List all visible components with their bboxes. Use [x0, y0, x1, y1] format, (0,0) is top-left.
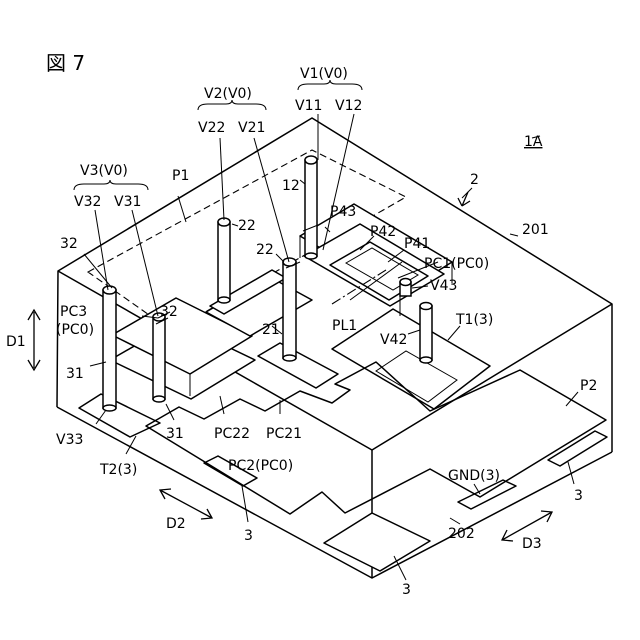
bottom-pad-corner: [324, 513, 430, 571]
label-pc3: PC3: [60, 304, 87, 320]
label-p1: P1: [172, 168, 189, 184]
label-ref-32b: 32: [160, 304, 178, 320]
via-pad-pc21: [258, 343, 338, 388]
label-p43: P43: [330, 204, 356, 220]
label-pc2: PC2(PC0): [228, 458, 293, 474]
label-p2: P2: [580, 378, 597, 394]
module-label: 1A: [524, 134, 543, 150]
via-v43: [400, 279, 411, 297]
labels: 図 7 1A V1(V0) V11 V12 V2(V0) V22 V21 V3(…: [6, 51, 597, 598]
label-v33: V33: [56, 432, 83, 448]
label-ref-12: 12: [282, 178, 300, 194]
label-v2: V2(V0): [204, 86, 252, 102]
label-d1: D1: [6, 334, 26, 350]
label-pl1: PL1: [332, 318, 357, 334]
label-d3: D3: [522, 536, 542, 552]
label-v31: V31: [114, 194, 141, 210]
label-v43: V43: [430, 278, 457, 294]
label-p42: P42: [370, 224, 396, 240]
label-gnd: GND(3): [448, 468, 500, 484]
terminal-t2: [79, 394, 160, 437]
via-v42: [420, 303, 432, 364]
arrow-d2: [160, 489, 212, 519]
label-v11: V11: [295, 98, 322, 114]
label-v22: V22: [198, 120, 225, 136]
label-pc1: PC1(PC0): [424, 256, 489, 272]
figure-title: 図 7: [46, 51, 85, 75]
arrow-d1: [28, 310, 40, 370]
label-p41: P41: [404, 236, 430, 252]
brace-v3: [74, 180, 148, 190]
label-pc22: PC22: [214, 426, 250, 442]
label-t2: T2(3): [99, 462, 137, 478]
label-ref-31a: 31: [66, 366, 84, 382]
label-v42: V42: [380, 332, 407, 348]
via-v12: [305, 156, 317, 259]
label-v21: V21: [238, 120, 265, 136]
via-v21: [283, 258, 296, 361]
label-ref-201: 201: [522, 222, 549, 238]
label-ref-21: 21: [262, 322, 280, 338]
label-ref-22b: 22: [256, 242, 274, 258]
label-d2: D2: [166, 516, 186, 532]
label-t1: T1(3): [455, 312, 493, 328]
label-v12: V12: [335, 98, 362, 114]
label-v3: V3(V0): [80, 163, 128, 179]
label-pc3-sub: (PC0): [56, 322, 94, 338]
label-ref-2: 2: [470, 172, 479, 188]
label-v1: V1(V0): [300, 66, 348, 82]
label-ref-202: 202: [448, 526, 475, 542]
label-ref-22a: 22: [238, 218, 256, 234]
via-v32: [103, 286, 116, 411]
via-v22: [218, 218, 230, 303]
via-v31: [153, 313, 165, 402]
label-v32: V32: [74, 194, 101, 210]
label-ref-32a: 32: [60, 236, 78, 252]
label-pc21: PC21: [266, 426, 302, 442]
label-ref-3a: 3: [574, 488, 583, 504]
label-ref-3b: 3: [244, 528, 253, 544]
label-ref-31b: 31: [166, 426, 184, 442]
side-terminal-right: [548, 431, 607, 466]
side-terminal-gnd: [458, 480, 516, 509]
label-ref-3c: 3: [402, 582, 411, 598]
